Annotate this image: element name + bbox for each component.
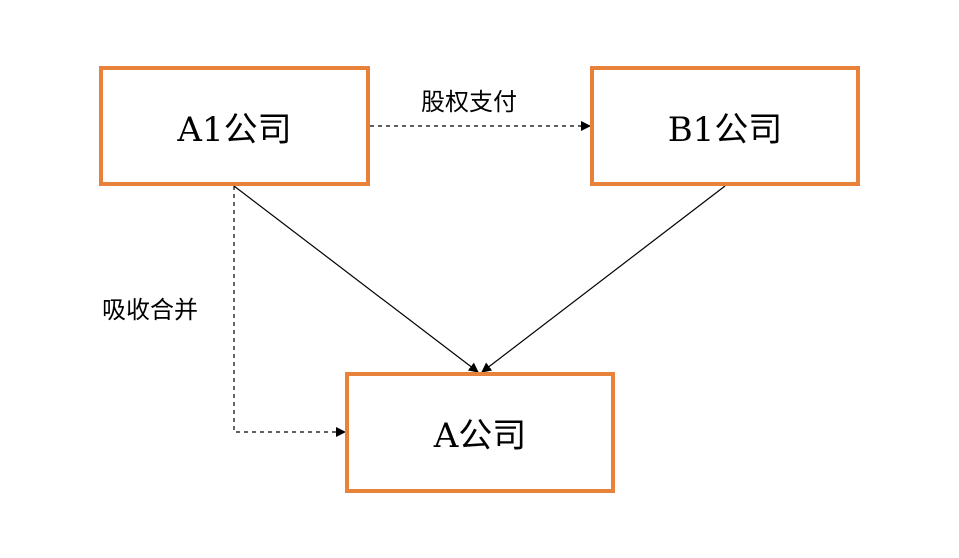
node-a1-company: A1公司 [99, 66, 370, 186]
edge-a1-to-a-arrow [233, 185, 479, 373]
edge-equity-payment-label: 股权支付 [421, 88, 517, 116]
edge-absorption-merger-label: 吸收合并 [102, 296, 198, 324]
edge-b1-to-a-arrow [481, 185, 726, 373]
node-a1-label: A1公司 [177, 109, 292, 150]
node-b1-company: B1公司 [590, 66, 860, 186]
node-a-company: A公司 [345, 372, 615, 493]
node-b1-label: B1公司 [667, 109, 783, 150]
edge-absorption-merger-arrow [233, 186, 346, 437]
node-a-label: A公司 [433, 416, 527, 456]
